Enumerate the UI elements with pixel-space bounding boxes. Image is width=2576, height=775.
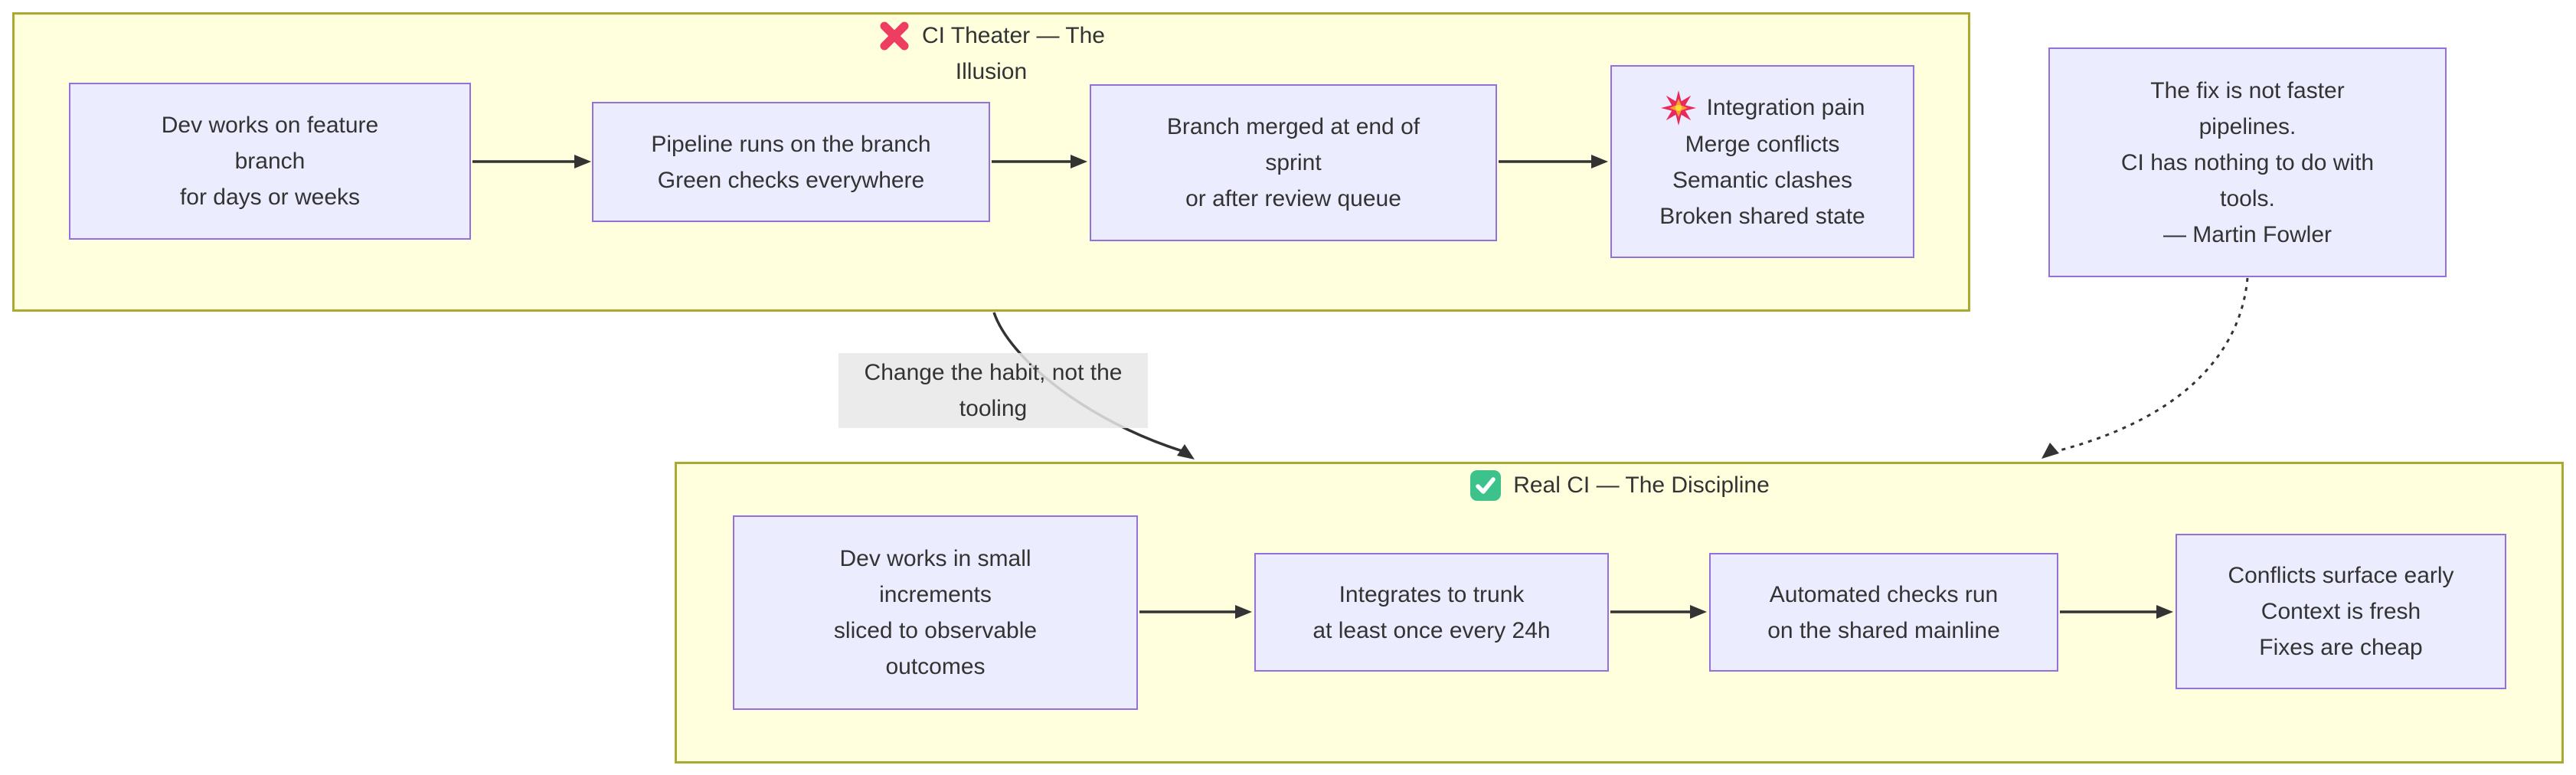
arrow-fowler-to-realci [2042,277,2249,459]
cross-mark-icon [878,19,911,53]
node-conflicts-early: Conflicts surface early Context is fresh… [2176,534,2506,689]
cluster-ci-theater-title-row: CI Theater — The [878,18,1105,54]
node-branch-merged: Branch merged at end of sprint or after … [1090,84,1497,241]
node-dev-feature-branch: Dev works on feature branch for days or … [69,83,471,240]
node-fowler-quote: The fix is not faster pipelines. CI has … [2048,47,2447,277]
cluster-real-ci-title-text: Real CI — The Discipline [1513,473,1770,498]
cluster-ci-theater-title: CI Theater — The Illusion [15,18,1968,90]
collision-icon [1660,90,1697,126]
node-integration-pain: Integration pain Merge conflicts Semanti… [1610,65,1914,258]
node-small-increments: Dev works in small increments sliced to … [733,515,1138,710]
node-automated-checks: Automated checks run on the shared mainl… [1709,553,2058,672]
edge-label-change-habit: Change the habit, not the tooling [839,353,1148,428]
cluster-ci-theater-title-line2: Illusion [955,59,1028,84]
cluster-ci-theater-title-line1: CI Theater — The [921,23,1105,48]
integration-pain-title-row: Integration pain [1660,90,1865,126]
node-integrates-trunk: Integrates to trunk at least once every … [1254,553,1609,672]
cluster-real-ci-title: Real CI — The Discipline [677,467,2561,503]
node-pipeline-branch: Pipeline runs on the branch Green checks… [592,102,990,222]
integration-pain-title: Integration pain [1706,95,1865,120]
cluster-real-ci-title-row: Real CI — The Discipline [1469,467,1770,503]
check-mark-icon [1469,469,1502,502]
